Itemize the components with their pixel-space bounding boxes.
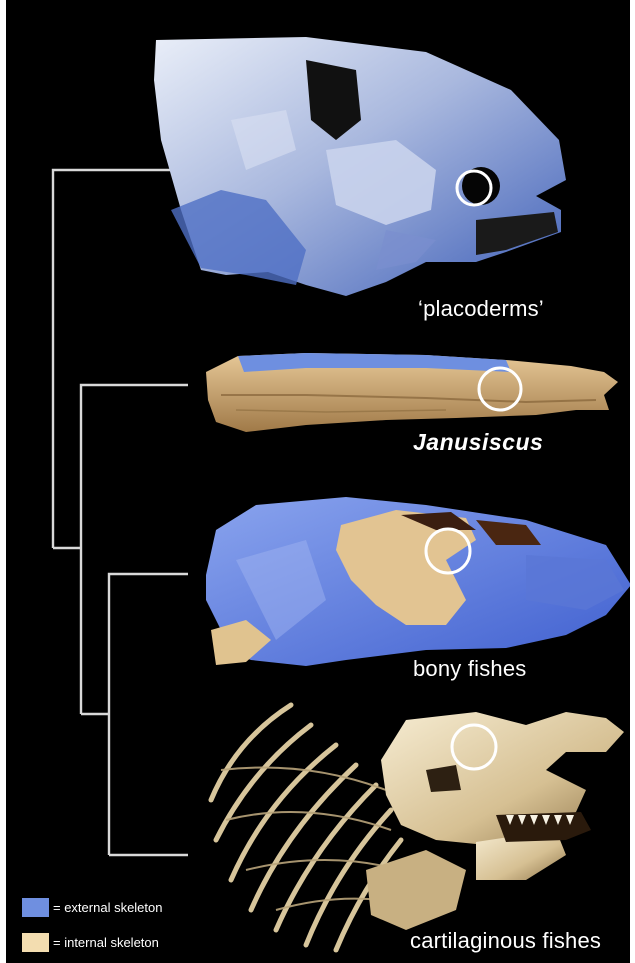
cartilaginous-fish-skeleton-image [211,705,624,950]
placoderm-fossil-image [154,37,566,296]
figure-artwork [6,0,630,963]
legend-label-internal: = internal skeleton [53,935,159,950]
label-cartilaginous-fishes: cartilaginous fishes [410,928,601,954]
figure-panel: ‘placoderms’ Janusiscus bony fishes cart… [6,0,630,963]
label-placoderms: ‘placoderms’ [418,296,544,322]
phylogeny-tree [53,170,188,855]
tree-branch-placoderms [53,170,188,548]
legend-swatch-external [22,898,49,917]
janusiscus-fossil-image [206,353,618,432]
tree-branch-janusiscus [81,385,188,714]
legend-label-external: = external skeleton [53,900,162,915]
bony-fish-fossil-image [206,497,630,666]
legend-item-internal: = internal skeleton [22,933,159,952]
label-janusiscus: Janusiscus [413,429,543,456]
legend-item-external: = external skeleton [22,898,162,917]
legend-swatch-internal [22,933,49,952]
label-bony-fishes: bony fishes [413,656,527,682]
tree-branch-bony [109,574,188,855]
